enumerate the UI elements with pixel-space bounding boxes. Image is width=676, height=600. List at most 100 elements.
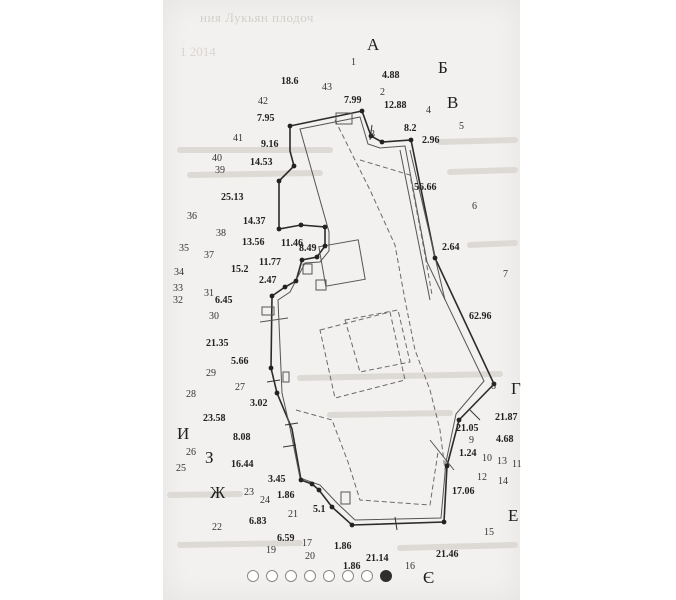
segment-length: 1.86 — [343, 561, 361, 572]
point-number: 7 — [503, 269, 508, 280]
point-number: 23 — [244, 487, 254, 498]
segment-length: 7.95 — [257, 113, 275, 124]
pager-dot[interactable] — [361, 570, 373, 582]
inner-line-2 — [409, 149, 446, 301]
inner-block-6 — [335, 112, 353, 125]
point-number: 22 — [212, 522, 222, 533]
inner-line-1 — [399, 149, 431, 301]
point-number: 2 — [380, 87, 385, 98]
segment-length: 21.05 — [456, 423, 479, 434]
point-number: 30 — [209, 311, 219, 322]
segment-length: 21.46 — [436, 549, 459, 560]
pager-dot[interactable] — [342, 570, 354, 582]
segment-length: 11.77 — [259, 257, 281, 268]
point-number: 34 — [174, 267, 184, 278]
segment-length: 5.66 — [231, 356, 249, 367]
dashed-path-2 — [295, 409, 439, 506]
segment-length: 6.83 — [249, 516, 267, 527]
pager-dot[interactable] — [247, 570, 259, 582]
segment-length: 6.45 — [215, 295, 233, 306]
inner-block-2 — [315, 279, 327, 291]
point-number: 16 — [405, 561, 415, 572]
segment-length: 16.44 — [231, 459, 254, 470]
dashed-path-1 — [334, 119, 446, 471]
point-number: 27 — [235, 382, 245, 393]
inner-line-4 — [429, 439, 455, 471]
segment-length: 2.47 — [259, 275, 277, 286]
point-number: 26 — [186, 447, 196, 458]
point-number: 11 — [512, 459, 522, 470]
inner-block-7 — [282, 371, 290, 383]
dashed-rect-1 — [319, 311, 406, 399]
inner-line-3 — [259, 317, 289, 323]
point-number: 37 — [204, 250, 214, 261]
segment-length: 8.08 — [233, 432, 251, 443]
letter-ye: Є — [423, 568, 434, 587]
point-number: 43 — [322, 82, 332, 93]
segment-length: 14.53 — [250, 157, 273, 168]
segment-length: 23.58 — [203, 413, 226, 424]
pager-dot[interactable] — [266, 570, 278, 582]
point-number: 10 — [482, 453, 492, 464]
letter-g: Г — [511, 379, 521, 398]
image-pager — [247, 568, 392, 584]
pager-dot[interactable] — [285, 570, 297, 582]
point-number: 29 — [206, 368, 216, 379]
point-number: 40 — [212, 153, 222, 164]
pager-dot[interactable] — [304, 570, 316, 582]
segment-length: 1.86 — [277, 490, 295, 501]
boundary-ticks — [266, 124, 481, 531]
inner-block-1 — [318, 239, 366, 287]
letter-b: Б — [438, 58, 448, 77]
point-number: 14 — [498, 476, 508, 487]
pager-dot[interactable] — [323, 570, 335, 582]
segment-length: 9.16 — [261, 139, 279, 150]
segment-length: 25.13 — [221, 192, 244, 203]
segment-length: 15.2 — [231, 264, 249, 275]
dashed-rect-2 — [344, 309, 411, 373]
letter-zh: Ж — [210, 483, 226, 502]
segment-length: 7.99 — [344, 95, 362, 106]
segment-length: 8.49 — [299, 243, 317, 254]
segment-length: 17.06 — [452, 486, 475, 497]
segment-length: 12.88 — [384, 100, 407, 111]
point-number: 4 — [426, 105, 431, 116]
letter-e: Е — [508, 506, 518, 525]
pager-dot[interactable] — [380, 570, 392, 582]
faint-header-text: ния Лукьян плодоч — [200, 10, 314, 25]
point-number: 15 — [484, 527, 494, 538]
letter-a: А — [367, 35, 380, 54]
segment-length: 4.68 — [496, 434, 514, 445]
segment-length: 2.64 — [442, 242, 460, 253]
segment-length: 3.02 — [250, 398, 268, 409]
point-number: 35 — [179, 243, 189, 254]
segment-length: 11.46 — [281, 238, 303, 249]
bleed-through-strokes — [167, 137, 518, 551]
point-number: 33 — [173, 283, 183, 294]
segment-length: 3.45 — [268, 474, 286, 485]
dashed-path-3 — [359, 159, 433, 296]
segment-length: 18.6 — [281, 76, 299, 87]
segment-length: 62.96 — [469, 311, 492, 322]
building-outline — [277, 116, 485, 521]
inner-block-4 — [340, 491, 351, 505]
faint-year-text: 1 2014 — [180, 44, 216, 59]
point-number: 20 — [305, 551, 315, 562]
point-number: 42 — [258, 96, 268, 107]
point-number: 6 — [472, 201, 477, 212]
point-number: 9 — [469, 435, 474, 446]
segment-length: 21.35 — [206, 338, 229, 349]
segment-length: 2.96 — [422, 135, 440, 146]
point-number: 19 — [266, 545, 276, 556]
point-number: 31 — [204, 288, 214, 299]
inner-block-3 — [302, 263, 313, 275]
point-number: 12 — [477, 472, 487, 483]
segment-length: 6.59 — [277, 533, 295, 544]
segment-length: 5.1 — [313, 504, 326, 515]
segment-length: 14.37 — [243, 216, 266, 227]
segment-length: 21.87 — [495, 412, 518, 423]
point-number: 8 — [491, 381, 496, 392]
letter-z: З — [205, 448, 214, 467]
